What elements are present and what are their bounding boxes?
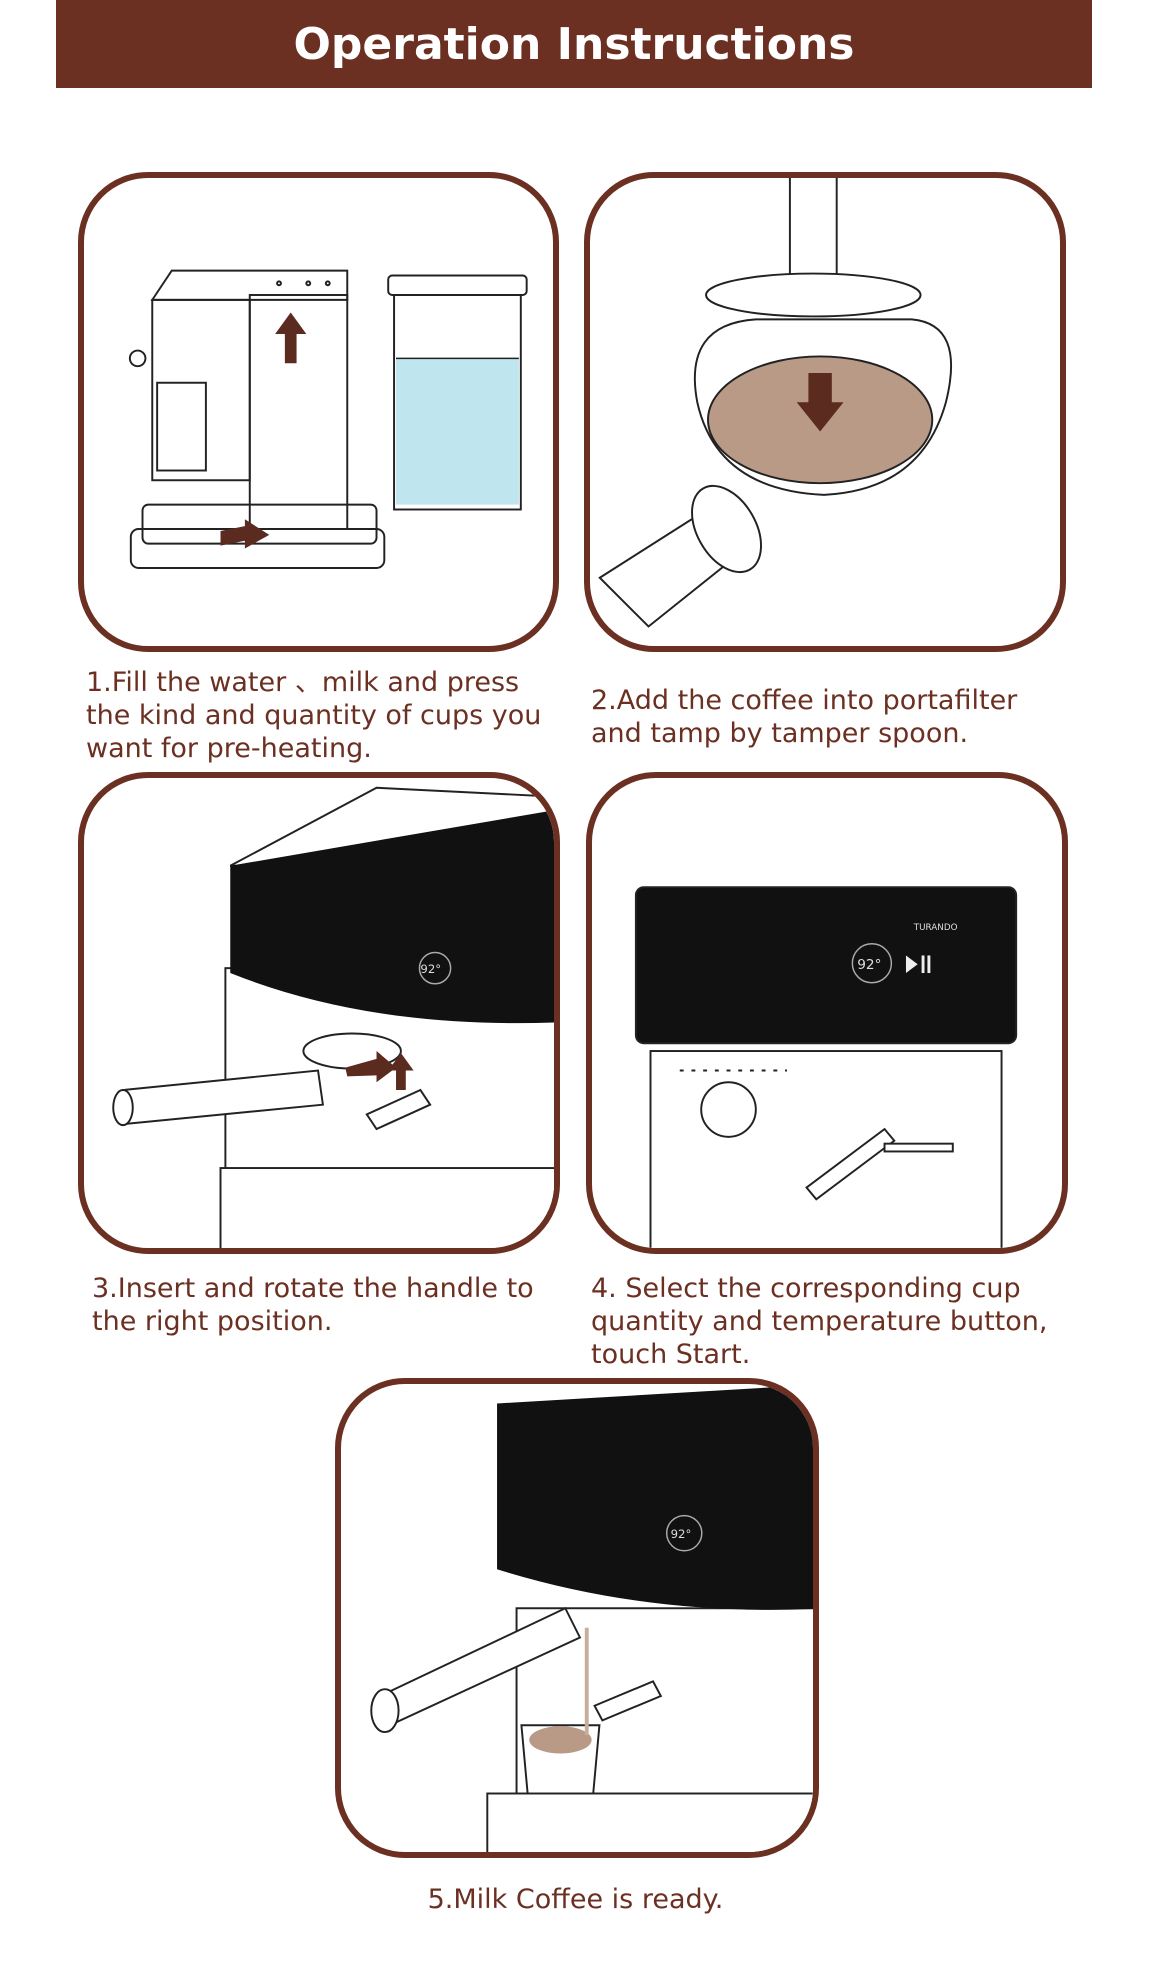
- page-title: Operation Instructions: [293, 18, 855, 70]
- step-3-caption: 3.Insert and rotate the handle to the ri…: [92, 1273, 534, 1337]
- pause-bar-icon: [921, 955, 925, 974]
- display-temp-label-3: 92°: [420, 962, 441, 976]
- page-title-banner: Operation Instructions: [56, 0, 1092, 88]
- brand-label-4: TURANDO: [913, 923, 958, 933]
- milk-coffee-ready-drawing: 92°: [370, 1384, 813, 1852]
- control-panel-drawing: 92° TURANDO: [634, 886, 1018, 1248]
- insert-handle-drawing: 92°: [112, 786, 554, 1248]
- step-2-illustration: [584, 172, 1066, 652]
- pause-bar-icon-2: [927, 955, 931, 974]
- step-4-illustration: 92° TURANDO: [586, 772, 1068, 1254]
- display-temp-label-5: 92°: [671, 1527, 692, 1541]
- start-play-icon: [905, 955, 918, 974]
- step-4-caption: 4. Select the corresponding cup quantity…: [591, 1273, 1048, 1370]
- machine-and-tank-drawing: [128, 269, 528, 569]
- tamper-and-portafilter-drawing: [598, 178, 953, 628]
- step-2-caption: 2.Add the coffee into portafilter and ta…: [591, 685, 1018, 749]
- step-5-caption: 5.Milk Coffee is ready.: [427, 1884, 724, 1915]
- display-temp-label-4: 92°: [857, 957, 881, 973]
- step-1-caption: 1.Fill the water 、milk and press the kin…: [86, 667, 542, 764]
- step-3-illustration: 92°: [78, 772, 560, 1254]
- step-5-illustration: 92°: [335, 1378, 819, 1858]
- step-1-illustration: [78, 172, 559, 652]
